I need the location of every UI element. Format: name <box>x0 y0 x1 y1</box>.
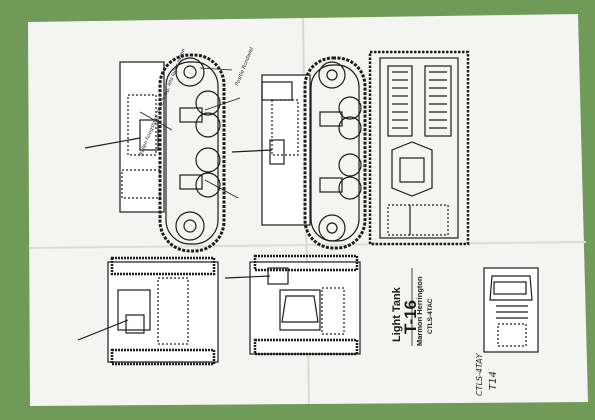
side-view-left <box>84 53 241 253</box>
handwritten-note-2: T14 <box>488 371 499 390</box>
side-view-right <box>231 56 367 250</box>
fold-line-horizontal <box>28 241 587 249</box>
inset-sketch <box>483 267 539 353</box>
title-block: Light Tank T-16 <box>391 286 420 342</box>
front-view <box>77 256 219 366</box>
rear-view <box>224 254 361 356</box>
top-view <box>368 50 470 246</box>
author-name: Marmon Herrington <box>415 276 424 346</box>
model-designation: CTLS-4TAC <box>427 298 434 334</box>
handwritten-note-block: CTLS-4TAY T14 <box>475 352 499 396</box>
sheet-title-line1: Light Tank <box>391 286 403 342</box>
sheet-title-line2: T-16 <box>401 300 420 334</box>
handwritten-note-1: CTLS-4TAY <box>475 352 484 396</box>
author-block: Marmon Herrington CTLS-4TAC <box>415 276 434 346</box>
